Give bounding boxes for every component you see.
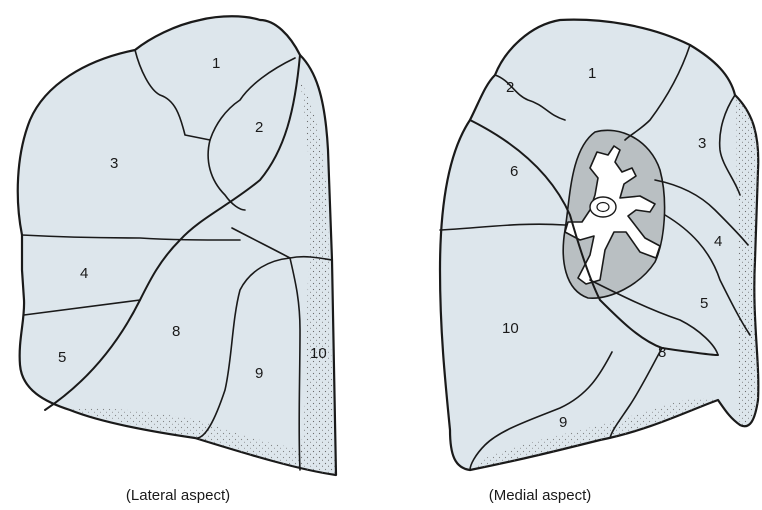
medial-segment-label: 5 [700, 295, 708, 312]
medial-segment-label: 2 [506, 79, 514, 96]
lateral-segment-label: 8 [172, 323, 180, 340]
lateral-segment-label: 2 [255, 119, 263, 136]
lateral-segment-label: 10 [310, 345, 327, 362]
lateral-segment-label: 9 [255, 365, 263, 382]
lateral-caption: (Lateral aspect) [126, 487, 230, 504]
medial-segment-label: 10 [502, 320, 519, 337]
lateral-segment-label: 5 [58, 349, 66, 366]
medial-segment-label: 4 [714, 233, 722, 250]
bronchus-lumen-outer [590, 197, 616, 217]
lateral-segment-label: 1 [212, 55, 220, 72]
medial-segment-label: 9 [559, 414, 567, 431]
lateral-segment-label: 3 [110, 155, 118, 172]
lateral-segment-label: 4 [80, 265, 88, 282]
lateral-lung-outline [18, 16, 336, 475]
medial-segment-label: 8 [658, 344, 666, 361]
medial-segment-label: 1 [588, 65, 596, 82]
medial-lung: 1 2 3 4 5 6 8 9 10 (Medial aspect) [440, 20, 758, 504]
medial-segment-label: 3 [698, 135, 706, 152]
lateral-lung: 1 2 3 4 5 8 9 10 (Lateral aspect) [18, 16, 336, 504]
medial-shading [735, 95, 758, 426]
medial-caption: (Medial aspect) [489, 487, 592, 504]
medial-segment-label: 6 [510, 163, 518, 180]
